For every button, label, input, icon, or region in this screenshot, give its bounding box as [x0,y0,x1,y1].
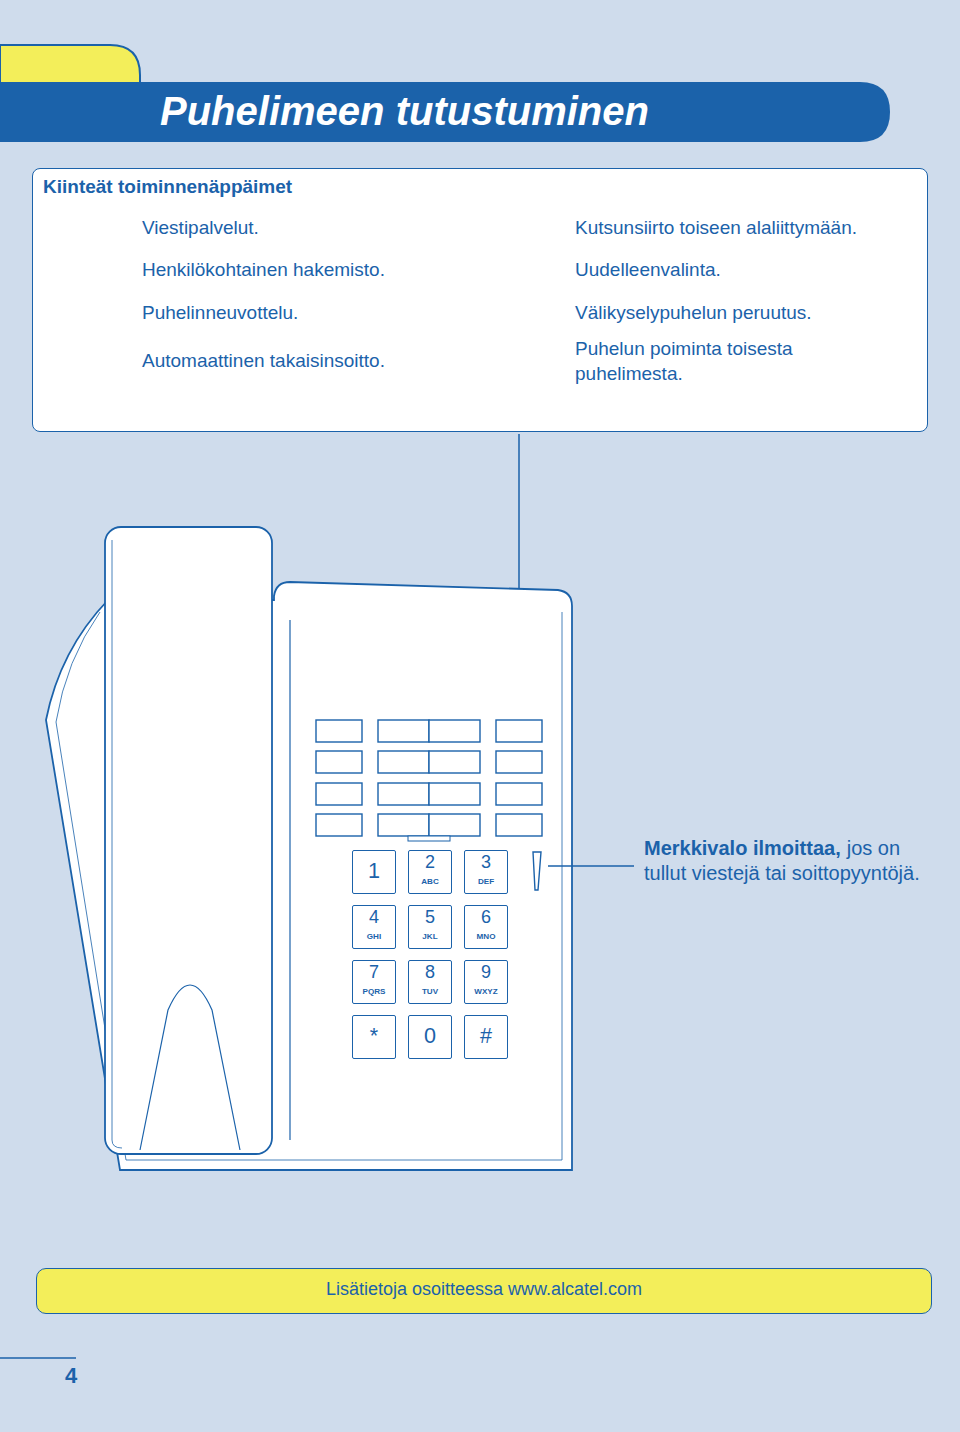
function-key [429,720,480,742]
keypad-key: # [464,1015,508,1059]
key-description: Uudelleenvalinta. [575,258,721,283]
key-description: Viestipalvelut. [142,216,259,241]
key-tab [408,836,450,841]
info-bar: Lisätietoja osoitteessa www.alcatel.com [36,1268,932,1314]
function-key [496,783,542,805]
key-letters: TUV [409,987,451,996]
key-description: Puhelun poiminta toisesta puhelimesta. [575,337,825,386]
function-keys [316,720,542,841]
function-key [316,783,362,805]
key-digit: * [353,1024,395,1048]
keypad-key: 1 [352,850,396,894]
keypad-key: 5JKL [408,905,452,949]
key-letters: ABC [409,877,451,886]
keypad-key: 6MNO [464,905,508,949]
keypad-key: 0 [408,1015,452,1059]
handset-earpiece [140,985,240,1150]
callout-heading: Merkkivalo ilmoittaa, [644,837,841,859]
phone-ridge [289,620,290,1140]
keypad-key: 4GHI [352,905,396,949]
key-description: Puhelinneuvottelu. [142,301,298,326]
key-digit: 3 [465,853,507,873]
function-key [316,720,362,742]
key-letters: MNO [465,932,507,941]
key-digit: 4 [353,908,395,928]
handset-edge [112,540,122,1148]
function-key [429,814,480,836]
key-digit: 1 [353,859,395,883]
key-letters: DEF [465,877,507,886]
key-digit: 7 [353,963,395,983]
key-description: Välikyselypuhelun peruutus. [575,301,812,326]
message-led [533,852,541,890]
function-key [378,751,429,773]
function-key [496,751,542,773]
key-digit: 9 [465,963,507,983]
function-key [496,814,542,836]
function-key [316,814,362,836]
function-key [378,814,429,836]
key-letters: JKL [409,932,451,941]
key-description: Automaattinen takaisinsoitto. [142,349,385,374]
key-digit: 8 [409,963,451,983]
key-digit: 6 [465,908,507,928]
key-letters: GHI [353,932,395,941]
page-number: 4 [65,1363,77,1389]
key-digit: # [465,1024,507,1048]
key-list-box: Kiinteät toiminnenäppäimetViestipalvelut… [32,168,928,432]
keypad-key: * [352,1015,396,1059]
function-key [378,783,429,805]
led-callout: Merkkivalo ilmoittaa,jos on tullut viest… [644,836,934,886]
function-key [429,751,480,773]
function-key [316,751,362,773]
info-text: Lisätietoja osoitteessa www.alcatel.com [37,1279,931,1300]
function-key [496,720,542,742]
keypad-key: 8TUV [408,960,452,1004]
led-leader [548,865,634,867]
keypad-key: 3DEF [464,850,508,894]
page-rule [0,1357,76,1359]
box-heading: Kiinteät toiminnenäppäimet [43,175,292,200]
key-digit: 2 [409,853,451,873]
key-digit: 0 [409,1024,451,1048]
keypad-key: 9WXYZ [464,960,508,1004]
key-letters: WXYZ [465,987,507,996]
page-title: Puhelimeen tutustuminen [160,89,649,134]
keypad-key: 2ABC [408,850,452,894]
keypad-key: 7PQRS [352,960,396,1004]
key-letters: PQRS [353,987,395,996]
key-description: Kutsunsiirto toiseen alaliittymään. [575,216,857,241]
handset [105,527,272,1154]
key-description: Henkilökohtainen hakemisto. [142,258,385,283]
function-key [378,720,429,742]
key-digit: 5 [409,908,451,928]
title-banner [0,82,890,142]
function-key [429,783,480,805]
